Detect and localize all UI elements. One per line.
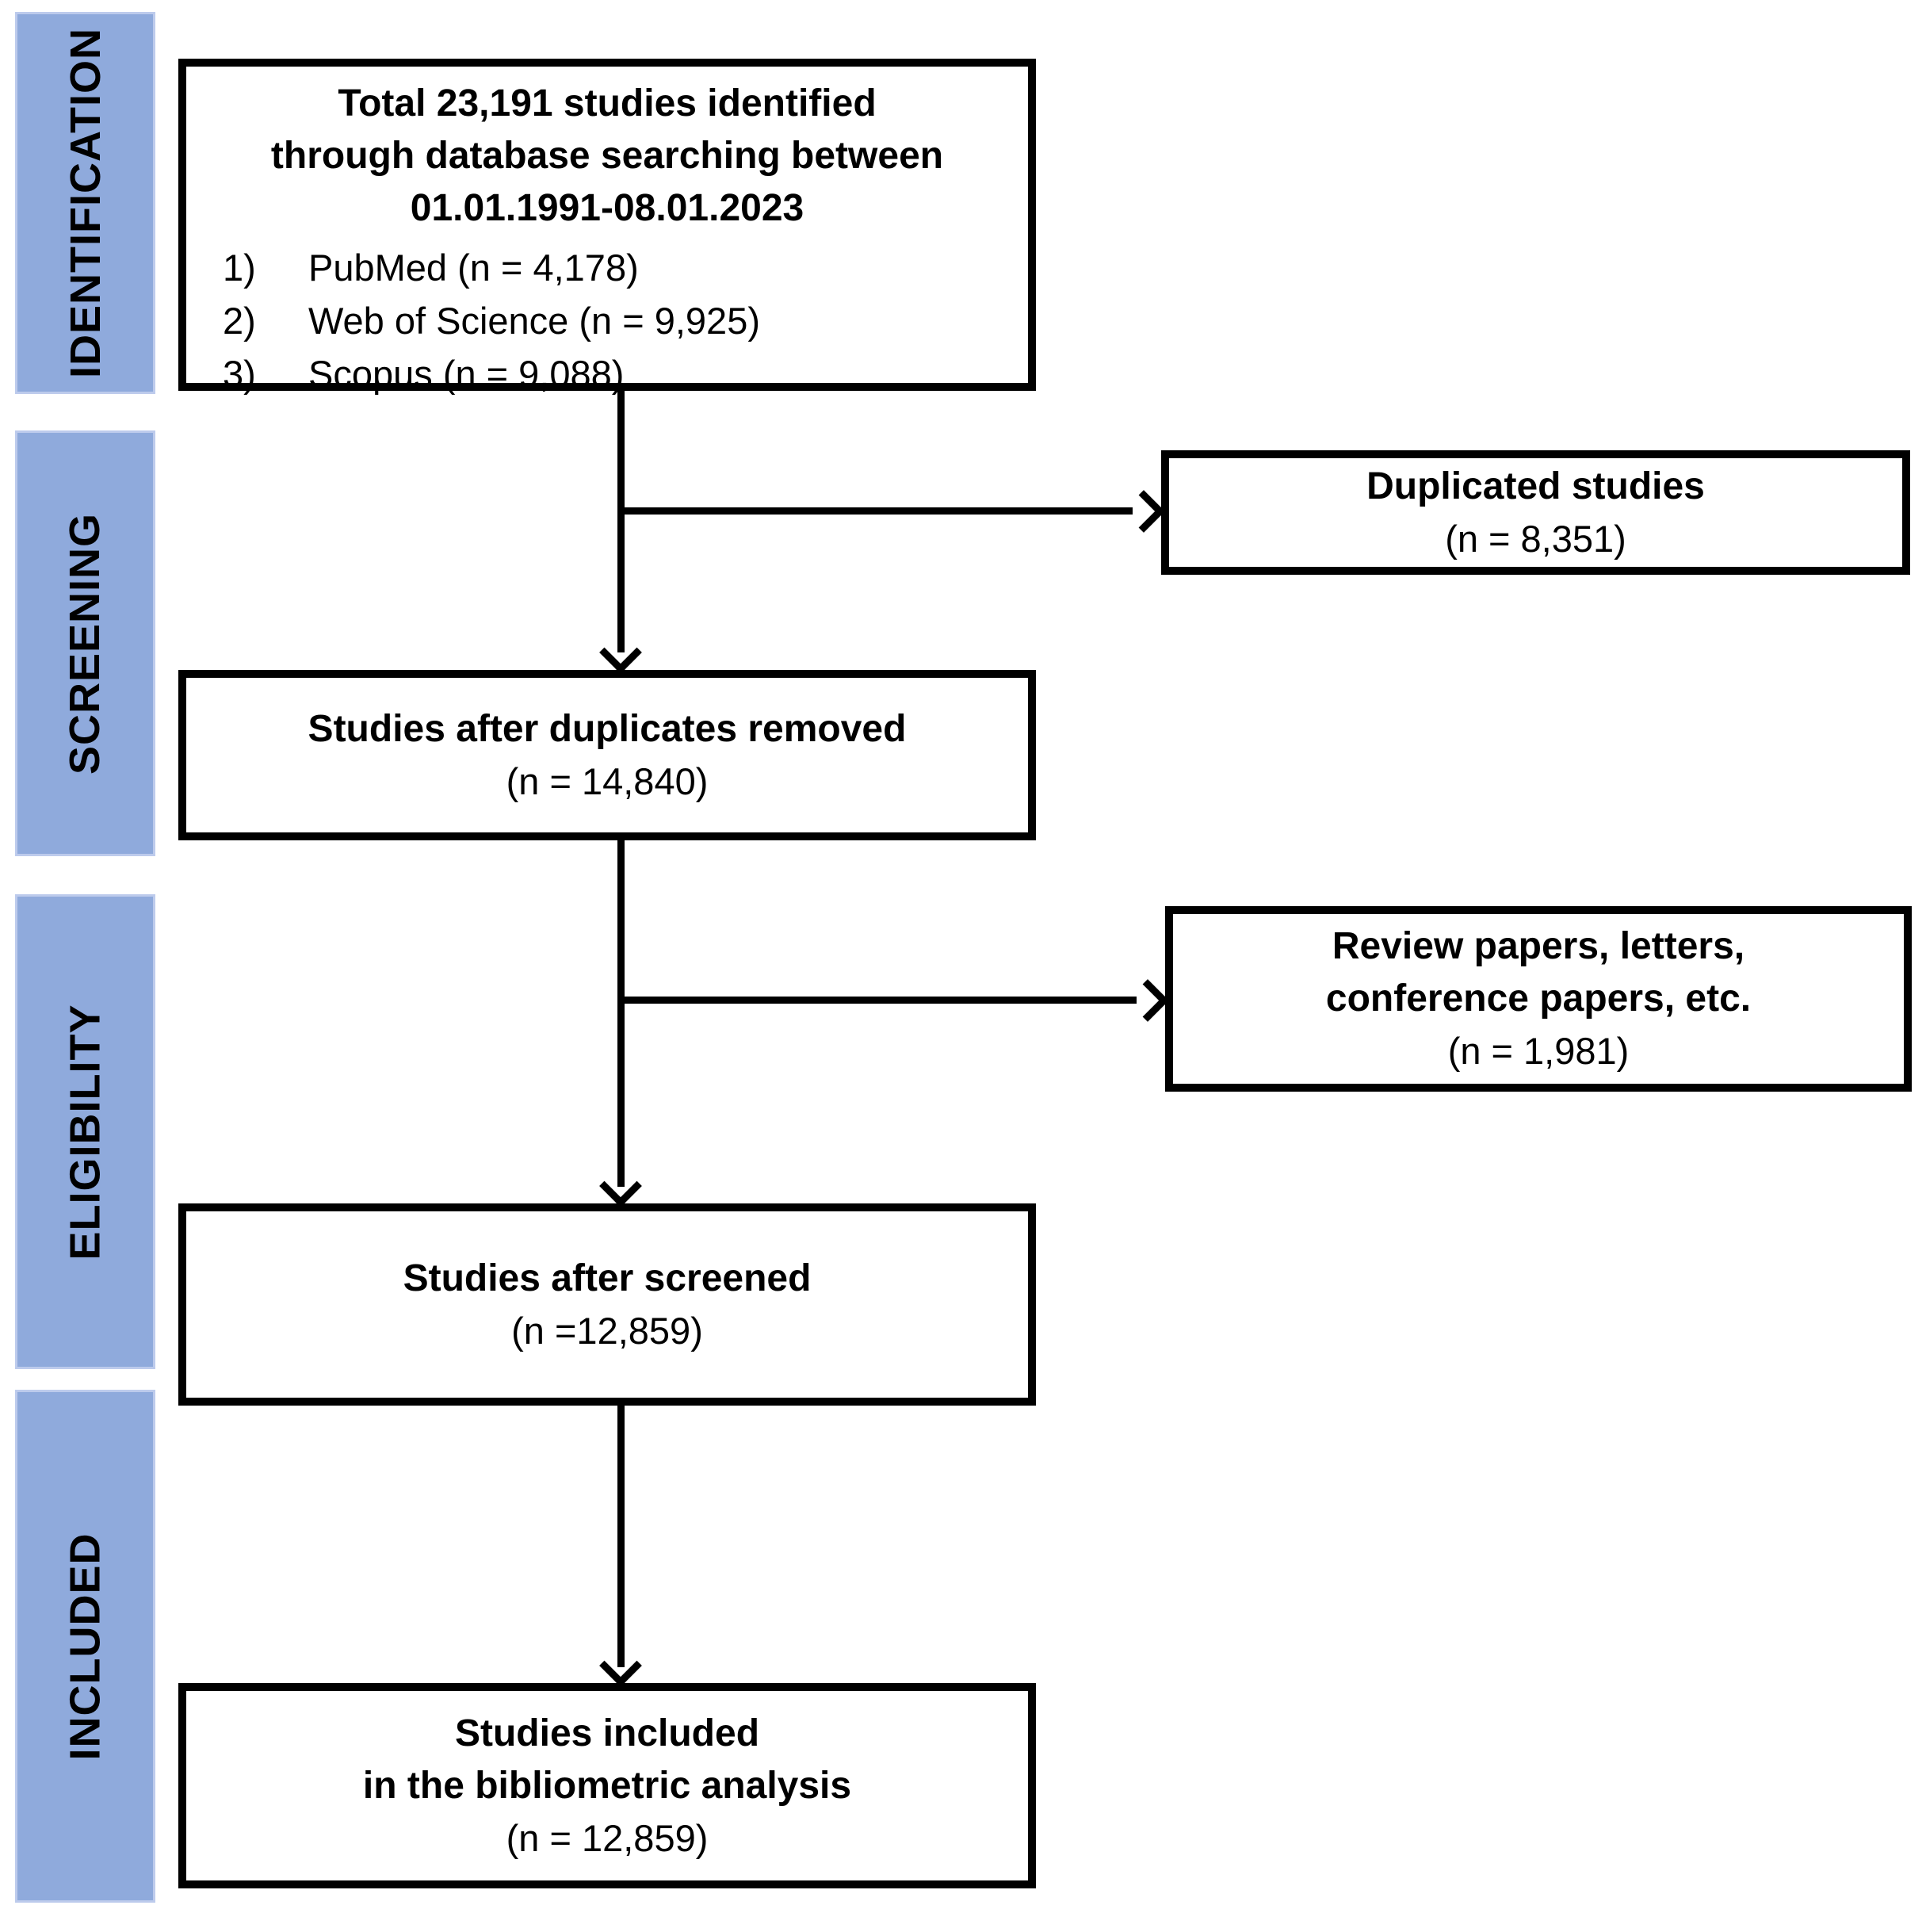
stage-included: INCLUDED bbox=[15, 1390, 155, 1903]
stage-screening: SCREENING bbox=[15, 430, 155, 856]
arrowhead-right-icon bbox=[1122, 490, 1165, 533]
stage-included-label: INCLUDED bbox=[61, 1532, 109, 1760]
connector-branch-to-duplicated bbox=[617, 507, 1133, 515]
source-item-scopus: 3) Scopus (n = 9,088) bbox=[186, 347, 1028, 400]
excluded-paper-types-line2: conference papers, etc. bbox=[1325, 977, 1752, 1020]
stage-screening-label: SCREENING bbox=[61, 512, 109, 775]
studies-identified-title-line3: 01.01.1991-08.01.2023 bbox=[410, 187, 804, 229]
source-item-web-of-science-text: Web of Science (n = 9,925) bbox=[308, 300, 760, 342]
arrowhead-down-icon bbox=[599, 1644, 642, 1687]
box-studies-included: Studies included in the bibliometric ana… bbox=[178, 1683, 1036, 1888]
after-duplicates-removed-count: (n = 14,840) bbox=[506, 759, 709, 802]
arrowhead-down-icon bbox=[599, 631, 642, 674]
after-screened-count: (n =12,859) bbox=[511, 1309, 703, 1352]
duplicated-studies-count: (n = 8,351) bbox=[1445, 517, 1626, 560]
connector-after-duplicates-to-after-screened bbox=[617, 840, 625, 1187]
excluded-paper-types-count: (n = 1,981) bbox=[1447, 1030, 1630, 1072]
box-excluded-paper-types: Review papers, letters, conference paper… bbox=[1165, 906, 1912, 1092]
source-item-pubmed-number: 1) bbox=[223, 247, 256, 289]
arrowhead-right-icon bbox=[1126, 979, 1169, 1022]
after-screened-title: Studies after screened bbox=[403, 1257, 812, 1299]
connector-branch-to-excluded bbox=[617, 997, 1137, 1004]
studies-identified-title-line2: through database searching between bbox=[270, 135, 944, 177]
studies-included-line1: Studies included bbox=[454, 1712, 760, 1754]
database-source-list: 1) PubMed (n = 4,178) 2) Web of Science … bbox=[186, 241, 1028, 400]
source-item-pubmed-text: PubMed (n = 4,178) bbox=[308, 247, 639, 289]
after-duplicates-removed-title: Studies after duplicates removed bbox=[308, 707, 907, 750]
studies-identified-title: Total 23,191 studies identified through … bbox=[186, 78, 1028, 235]
excluded-paper-types-line1: Review papers, letters, bbox=[1332, 925, 1745, 967]
connector-after-screened-to-included bbox=[617, 1406, 625, 1667]
arrowhead-down-icon bbox=[599, 1165, 642, 1207]
source-item-scopus-number: 3) bbox=[223, 353, 256, 395]
studies-included-count: (n = 12,859) bbox=[506, 1816, 709, 1859]
source-item-web-of-science: 2) Web of Science (n = 9,925) bbox=[186, 294, 1028, 347]
source-item-scopus-text: Scopus (n = 9,088) bbox=[308, 353, 625, 395]
box-studies-identified: Total 23,191 studies identified through … bbox=[178, 59, 1036, 395]
source-item-web-of-science-number: 2) bbox=[223, 300, 256, 342]
stage-identification: IDENTIFICATION bbox=[15, 12, 155, 394]
box-after-screened: Studies after screened (n =12,859) bbox=[178, 1203, 1036, 1406]
studies-identified-title-line1: Total 23,191 studies identified bbox=[338, 82, 877, 124]
duplicated-studies-title: Duplicated studies bbox=[1366, 465, 1705, 507]
stage-eligibility-label: ELIGIBILITY bbox=[61, 1003, 109, 1261]
box-duplicated-studies: Duplicated studies (n = 8,351) bbox=[1161, 450, 1910, 575]
connector-identified-to-after-duplicates bbox=[617, 391, 625, 652]
studies-included-line2: in the bibliometric analysis bbox=[362, 1764, 852, 1807]
source-item-pubmed: 1) PubMed (n = 4,178) bbox=[186, 241, 1028, 294]
stage-identification-label: IDENTIFICATION bbox=[61, 28, 109, 378]
stage-eligibility: ELIGIBILITY bbox=[15, 894, 155, 1369]
box-after-duplicates-removed: Studies after duplicates removed (n = 14… bbox=[178, 670, 1036, 840]
